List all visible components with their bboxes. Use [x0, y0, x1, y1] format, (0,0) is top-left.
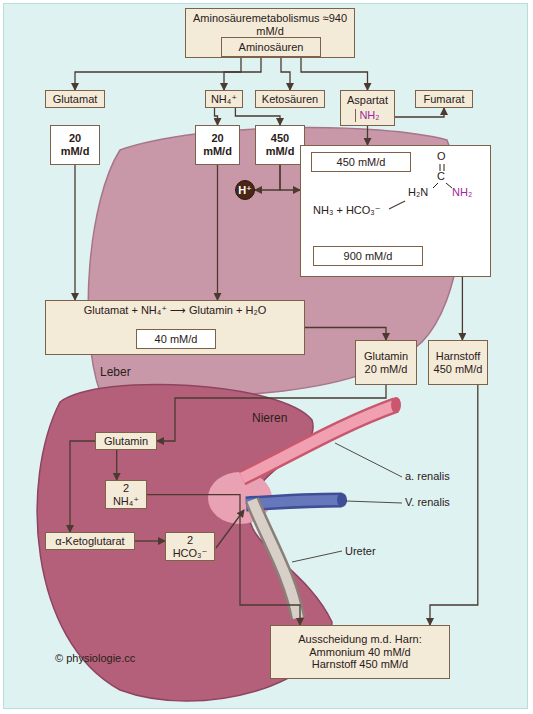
organ-label: Leber: [100, 366, 131, 380]
node-text: Harnstoff: [436, 350, 480, 363]
flow-arrow: [224, 57, 261, 90]
metabolite-box: Glutamat: [45, 90, 105, 108]
vein-opening: [337, 493, 347, 507]
ureter-lumen: [252, 500, 298, 618]
chem-symbol: C: [437, 170, 445, 183]
node-text: 450 mM/d: [337, 156, 386, 169]
source-box: Aminosäuremetabolismus ≈940 mM/dAminosäu…: [185, 8, 355, 58]
flow-arrow: [157, 385, 386, 441]
node-text: Harnstoff 450 mM/d: [312, 658, 408, 671]
reaction-box: Glutamat + NH₄⁺ ⟶ Glutamin + H₂O 40 mM/d: [45, 300, 305, 355]
node-text: α-Ketoglutarat: [55, 535, 124, 548]
inner-box: Aminosäuren: [221, 37, 321, 57]
node-text: Glutamin: [364, 350, 408, 363]
ureter-tube: [252, 500, 298, 618]
artery-opening: [391, 397, 401, 413]
leader-line: [346, 501, 402, 503]
node-text: Aminosäuremetabolismus ≈940 mM/d: [190, 12, 350, 37]
flow-arrow: [462, 277, 463, 340]
renal-artery: [242, 405, 396, 478]
urea-cycle-box: NH₃ + HCO₃⁻ 450 mM/d 900 mM/d: [300, 145, 491, 277]
proton-circle: H⁺: [235, 180, 255, 200]
flow-arrow: [75, 57, 241, 90]
node-text: 20 mM/d: [200, 132, 235, 157]
vessel-label: a. renalis: [405, 470, 450, 483]
copyright-note: © physiologie.cc: [55, 652, 135, 665]
vessel-label: Ureter: [345, 545, 376, 558]
node-text: H⁺: [238, 184, 252, 197]
node-text: Glutamat: [53, 93, 98, 106]
renal-artery-lumen: [242, 405, 396, 478]
metabolite-box: Fumarat: [415, 90, 473, 108]
metabolite-box: Glutamin: [95, 432, 157, 450]
flow-arrow: [215, 108, 218, 125]
chem-group: H₂N: [408, 186, 428, 199]
node-text: 900 mM/d: [344, 250, 393, 263]
rate-box: 20 mM/d: [195, 125, 240, 165]
flow-arrow: [305, 328, 386, 341]
node-text: Ketosäuren: [262, 93, 318, 106]
flow-arrow: [70, 441, 95, 532]
liver-shape: [88, 128, 460, 396]
node-text: NH₄⁺: [211, 93, 237, 106]
node-text: Glutamin: [104, 435, 148, 448]
node-text: 20 mM/d: [55, 132, 95, 157]
node-text: Ammonium 40 mM/d: [309, 646, 410, 659]
flow-arrow: [74, 165, 75, 300]
node-text: 40 mM/d: [155, 333, 198, 346]
rate-box: 450 mM/d: [311, 152, 411, 172]
node-text: Aspartat: [347, 94, 388, 107]
node-text: 2 HCO₃⁻: [170, 534, 210, 559]
chem-symbol: O: [437, 150, 446, 163]
flow-arrow: [395, 108, 444, 117]
excretion-box: Ausscheidung m.d. Harn:Ammonium 40 mM/dH…: [270, 625, 450, 679]
node-text: Ausscheidung m.d. Harn:: [298, 633, 422, 646]
vessel-label: V. renalis: [405, 496, 450, 509]
flow-arrow: [280, 165, 300, 190]
node-text: 450 mM/d: [260, 132, 300, 157]
output-box: Glutamin20 mM/d: [355, 340, 417, 385]
chem-group: NH₂: [452, 186, 472, 199]
metabolite-box: NH₄⁺: [205, 90, 243, 108]
metabolite-box: AspartatNH₂: [340, 90, 395, 126]
node-text: 450 mM/d: [434, 363, 483, 376]
rate-box: 900 mM/d: [313, 246, 423, 266]
flow-arrow: [147, 495, 300, 625]
node-text: NH₃ + HCO₃⁻: [313, 204, 381, 217]
node-text: Glutamat + NH₄⁺ ⟶ Glutamin + H₂O: [84, 304, 267, 317]
metabolite-box: 2 NH₄⁺: [105, 480, 147, 509]
flow-arrow: [135, 540, 165, 541]
rate-box: 40 mM/d: [136, 329, 216, 349]
flow-arrow: [235, 108, 280, 125]
output-box: Harnstoff450 mM/d: [428, 340, 488, 385]
flow-arrow: [217, 165, 218, 300]
organ-label: Nieren: [252, 412, 287, 426]
flow-arrow: [255, 165, 280, 190]
rate-box: 450 mM/d: [255, 125, 305, 165]
metabolite-box: 2 HCO₃⁻: [165, 532, 215, 561]
leader-line: [335, 443, 402, 477]
metabolite-box: Ketosäuren: [255, 90, 325, 108]
metabolite-box: α-Ketoglutarat: [45, 532, 135, 550]
node-text: 2 NH₄⁺: [110, 482, 142, 507]
flow-arrow: [301, 57, 368, 90]
leader-line: [292, 551, 342, 562]
node-text: 20 mM/d: [365, 363, 408, 376]
flow-arrow: [367, 126, 368, 145]
flow-arrow: [281, 57, 290, 90]
flow-arrow: [116, 450, 117, 480]
node-text: Aminosäuren: [239, 41, 304, 54]
node-text: NH₂: [355, 109, 379, 122]
node-text: Fumarat: [424, 93, 465, 106]
rate-box: 20 mM/d: [50, 125, 100, 165]
